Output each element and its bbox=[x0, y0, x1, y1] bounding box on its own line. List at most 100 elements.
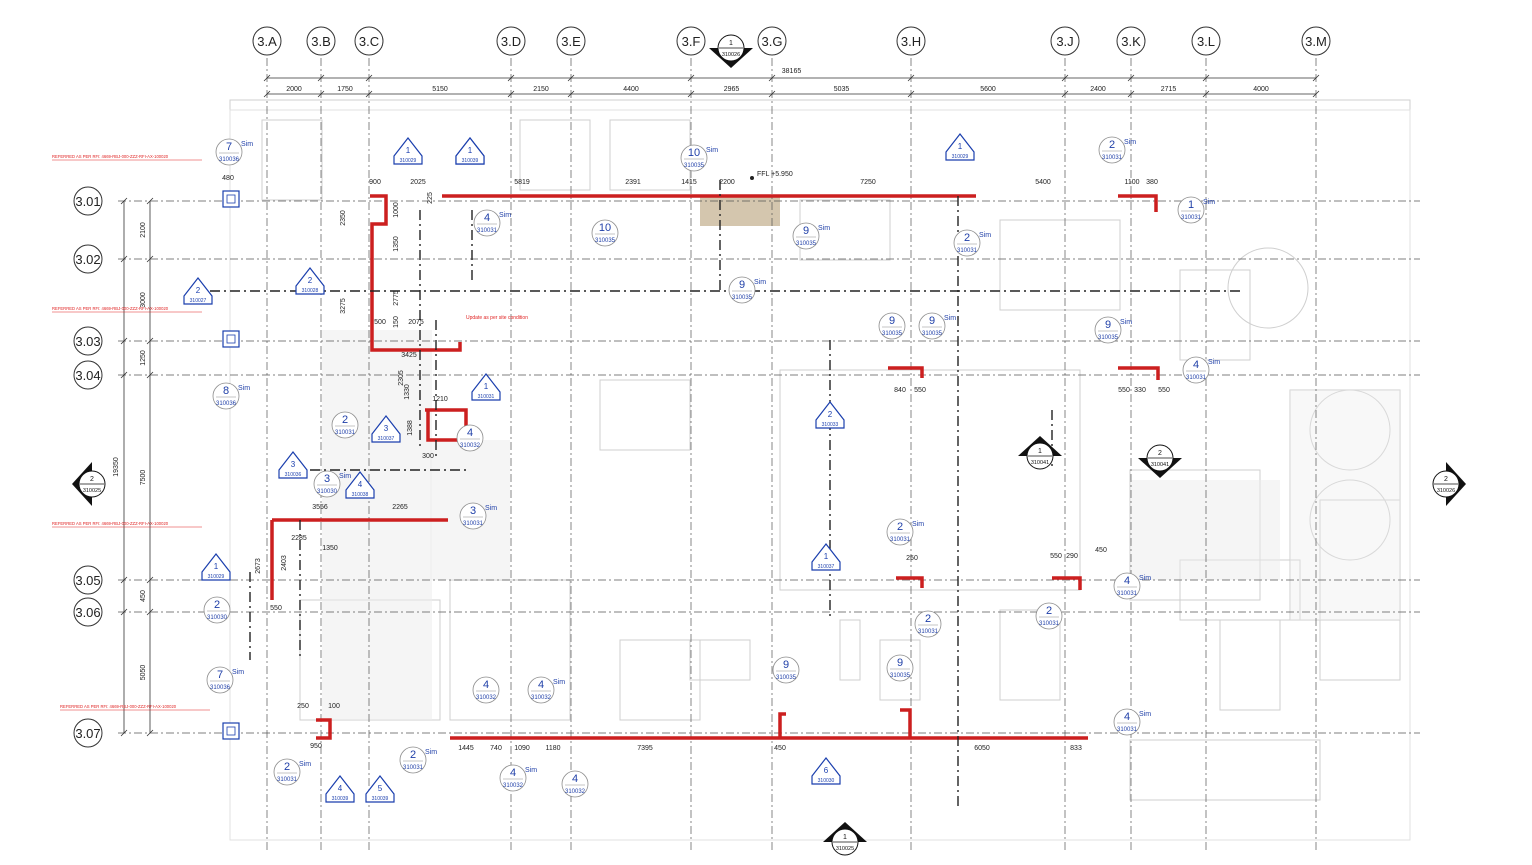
column-bubble-label: 3.E bbox=[561, 34, 581, 49]
inner-dimension-text: 1210 bbox=[432, 396, 448, 403]
inner-dimension-text: 1090 bbox=[514, 745, 530, 752]
ffl-annotation: FFL +5.950 bbox=[757, 171, 793, 178]
row-dimension-text: 2100 bbox=[140, 222, 147, 238]
inner-dimension-text: 900 bbox=[369, 179, 381, 186]
detail-callout: 4 310032 bbox=[472, 676, 500, 704]
detail-callout-sim: Sim bbox=[1120, 319, 1132, 326]
inner-dimension-text: 1330 bbox=[404, 384, 411, 400]
detail-callout-sheet: 310031 bbox=[957, 248, 978, 254]
inner-dimension-text: 290 bbox=[1066, 553, 1078, 560]
detail-callout-sheet: 310032 bbox=[460, 443, 481, 449]
section-flag-sheet: 310029 bbox=[208, 574, 225, 580]
detail-callout-number: 4 bbox=[510, 767, 516, 779]
section-flag-number: 3 bbox=[291, 460, 296, 469]
dim-tick bbox=[317, 90, 325, 98]
detail-callout-sim: Sim bbox=[912, 521, 924, 528]
detail-callout-number: 2 bbox=[342, 414, 348, 426]
section-flag-shape bbox=[295, 267, 325, 295]
section-flag-sheet: 310039 bbox=[462, 158, 479, 164]
detail-callout-number: 4 bbox=[483, 679, 489, 691]
section-flag-sheet: 310037 bbox=[818, 564, 835, 570]
inner-dimension-text: 833 bbox=[1070, 745, 1082, 752]
row-bubble-3.04 bbox=[73, 360, 103, 390]
inner-dimension-text: 2403 bbox=[281, 555, 288, 571]
inner-dimension-text: 1350 bbox=[322, 545, 338, 552]
inner-dimension-text: 2285 bbox=[291, 535, 307, 542]
detail-callout-sheet: 310035 bbox=[776, 675, 797, 681]
row-bubble-label: 3.07 bbox=[75, 726, 100, 741]
detail-callout-number: 2 bbox=[1109, 139, 1115, 151]
section-flags: 1310029531002913100291310039231002823100… bbox=[183, 133, 975, 803]
site-condition-note: Update as per site condition bbox=[466, 315, 528, 321]
section-flag-shape bbox=[325, 775, 355, 803]
row-bubble-3.01 bbox=[73, 186, 103, 216]
hatched-areas bbox=[322, 196, 1400, 720]
dim-tick bbox=[768, 74, 776, 82]
detail-callout-sim: Sim bbox=[339, 473, 351, 480]
dim-tick bbox=[146, 371, 154, 379]
section-marker-sheet: 310026 bbox=[1437, 488, 1455, 494]
left-total-dimension-text: 19350 bbox=[113, 457, 120, 477]
detail-callout-sheet: 310032 bbox=[476, 695, 497, 701]
inner-dimension-text: 550 bbox=[270, 605, 282, 612]
column-dimension-text: 2150 bbox=[533, 86, 549, 93]
section-flag-shape bbox=[945, 133, 975, 161]
detail-callout-circle bbox=[680, 144, 708, 172]
dim-tick bbox=[507, 74, 515, 82]
detail-callout-sim: Sim bbox=[1124, 139, 1136, 146]
dim-tick bbox=[146, 197, 154, 205]
section-flag: 1 310029 bbox=[201, 553, 231, 581]
detail-callout-sheet: 310031 bbox=[1117, 591, 1138, 597]
column-bubble-label: 3.A bbox=[257, 34, 277, 49]
column-dimension-text: 2965 bbox=[724, 86, 740, 93]
inner-dimension-text: 550 bbox=[1158, 387, 1170, 394]
detail-callout-sheet: 310031 bbox=[1181, 215, 1202, 221]
section-flag-sheet: 310028 bbox=[302, 288, 319, 294]
rfi-note: REFERRED AS PER RFI: 4669-RBJ-000-ZZZ-RF… bbox=[52, 154, 169, 159]
section-flag-number: 1 bbox=[958, 142, 963, 151]
column-bubble-label: 3.M bbox=[1305, 34, 1327, 49]
column-dimension-text: 2400 bbox=[1090, 86, 1106, 93]
section-marker-number: 2 bbox=[90, 476, 94, 483]
section-flag-number: 1 bbox=[214, 562, 219, 571]
detail-callout-circle bbox=[499, 764, 527, 792]
section-flag-sheet: 310039 bbox=[332, 796, 349, 802]
row-dimension-text: 1250 bbox=[140, 350, 147, 366]
column-dimension-text: 2715 bbox=[1161, 86, 1177, 93]
row-dimension-text: 5050 bbox=[140, 665, 147, 681]
column-bubble-3.A bbox=[252, 26, 282, 56]
dim-tick bbox=[507, 90, 515, 98]
section-flag-shape bbox=[811, 757, 841, 785]
inner-dimension-text: 550 bbox=[1050, 553, 1062, 560]
column-bubble-3.K bbox=[1116, 26, 1146, 56]
section-flag-sheet: 310031 bbox=[478, 394, 495, 400]
inner-dimension-text: 380 bbox=[1146, 179, 1158, 186]
dim-tick bbox=[1312, 90, 1320, 98]
detail-callout-number: 4 bbox=[1124, 575, 1130, 587]
detail-callout-sheet: 310035 bbox=[890, 673, 911, 679]
row-bubble-3.06 bbox=[73, 597, 103, 627]
section-flag-arrow bbox=[198, 278, 212, 296]
inner-dimension-text: 550 bbox=[914, 387, 926, 394]
section-flag-number: 2 bbox=[828, 410, 833, 419]
column-bubble-label: 3.F bbox=[682, 34, 701, 49]
section-flag-shape bbox=[811, 543, 841, 571]
detail-callout-sheet: 310031 bbox=[477, 228, 498, 234]
